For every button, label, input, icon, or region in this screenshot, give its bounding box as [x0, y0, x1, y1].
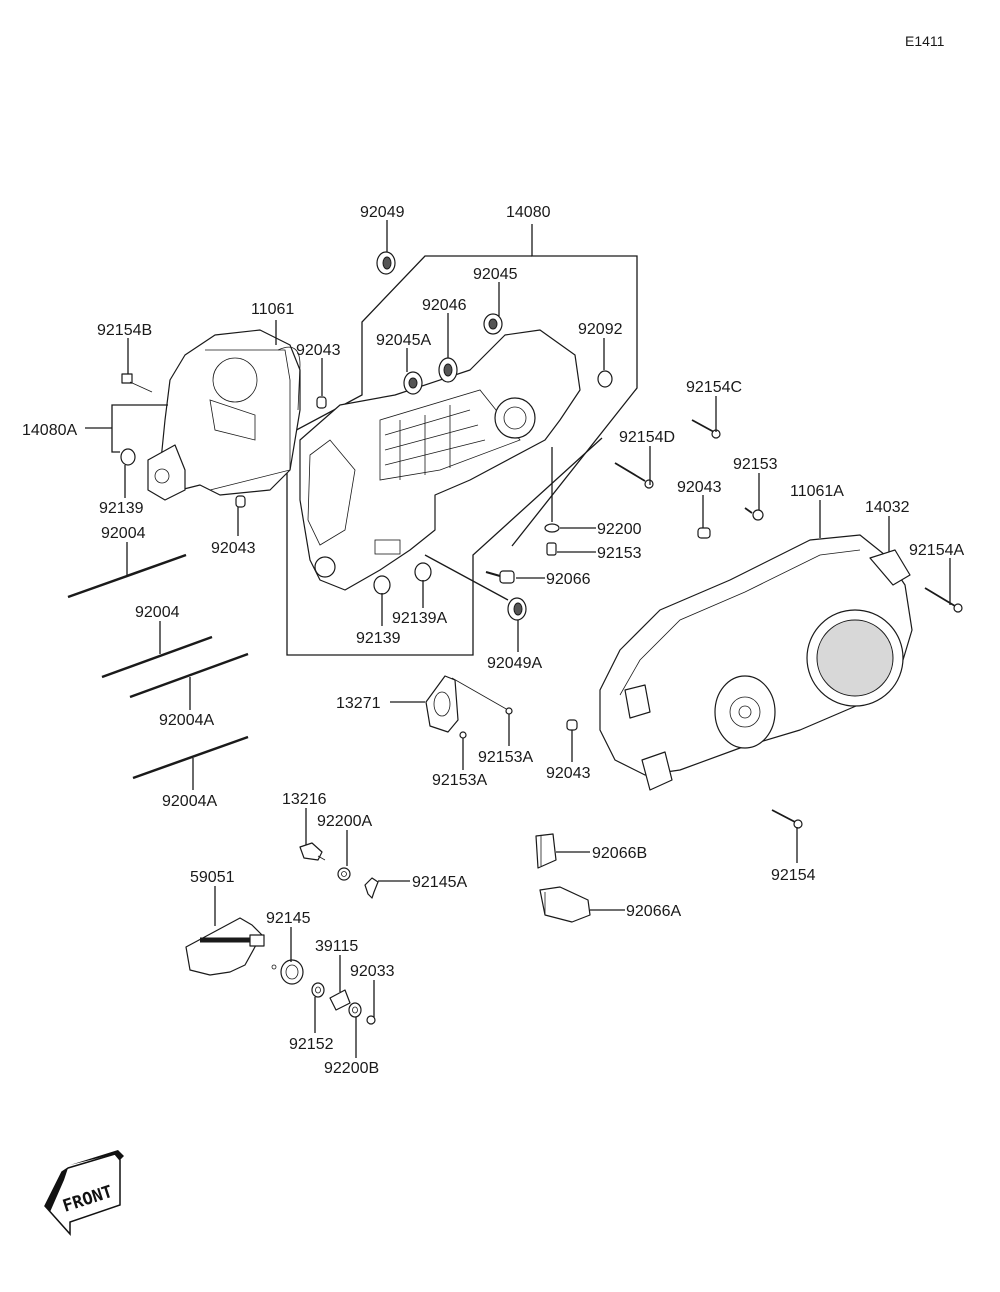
part-label-11061A[interactable]: 11061A: [790, 483, 844, 500]
part-label-92139[interactable]: 92139: [356, 630, 401, 647]
part-label-11061[interactable]: 11061: [251, 301, 294, 318]
part-label-92049[interactable]: 92049: [360, 204, 405, 221]
bolt-92154D[interactable]: [614, 462, 654, 489]
part-label-92139A[interactable]: 92139A: [392, 610, 447, 627]
bolt-92154[interactable]: [771, 809, 803, 829]
oil-seal-92049A[interactable]: [507, 597, 527, 621]
part-label-92045A[interactable]: 92045A: [376, 332, 431, 349]
front-direction-arrow: FRONT: [44, 1150, 124, 1236]
part-label-92004A[interactable]: 92004A: [159, 712, 214, 729]
part-label-92154C[interactable]: 92154C: [686, 379, 742, 396]
part-label-92045[interactable]: 92045: [473, 266, 518, 283]
part-label-92154B[interactable]: 92154B: [97, 322, 152, 339]
part-label-92153[interactable]: 92153: [733, 456, 778, 473]
part-label-92139[interactable]: 92139: [99, 500, 144, 517]
drain-plug-92066[interactable]: [485, 570, 515, 584]
transmission-cover[interactable]: [599, 534, 913, 791]
part-label-92154D[interactable]: 92154D: [619, 429, 675, 446]
dowel-pin-92043-c[interactable]: [697, 527, 711, 539]
part-label-92092[interactable]: 92092: [578, 321, 623, 338]
grommet-92066A[interactable]: [539, 886, 591, 923]
part-label-92153A[interactable]: 92153A: [478, 749, 533, 766]
part-label-59051[interactable]: 59051: [190, 869, 235, 886]
part-label-92145A[interactable]: 92145A: [412, 874, 467, 891]
spring-92145A[interactable]: [364, 877, 379, 899]
bolt-92154A[interactable]: [924, 587, 963, 613]
stud-92004A-b[interactable]: [132, 735, 249, 780]
part-label-92153A[interactable]: 92153A: [432, 772, 487, 789]
part-label-92153[interactable]: 92153: [597, 545, 642, 562]
washer-92200A[interactable]: [337, 867, 351, 881]
part-label-92004A[interactable]: 92004A: [162, 793, 217, 810]
part-label-92200[interactable]: 92200: [597, 521, 642, 538]
part-label-92043[interactable]: 92043: [211, 540, 256, 557]
part-label-14080A[interactable]: 14080A: [22, 422, 77, 439]
circlip-92033[interactable]: [366, 1015, 376, 1025]
part-label-92154A[interactable]: 92154A: [909, 542, 964, 559]
part-label-92200A[interactable]: 92200A: [317, 813, 372, 830]
dowel-pin-92043-b[interactable]: [235, 495, 246, 508]
part-label-92066A[interactable]: 92066A: [626, 903, 681, 920]
dowel-pin-92043-a[interactable]: [316, 396, 327, 409]
collar-39115[interactable]: [329, 989, 351, 1011]
part-label-92049A[interactable]: 92049A: [487, 655, 542, 672]
washer-92200[interactable]: [544, 523, 560, 533]
part-label-92200B[interactable]: 92200B: [324, 1060, 379, 1077]
oil-seal-92049[interactable]: [376, 251, 396, 275]
part-label-92043[interactable]: 92043: [677, 479, 722, 496]
plate-13271[interactable]: [425, 675, 459, 733]
bolt-92154B[interactable]: [121, 373, 153, 393]
bolt-92153-b[interactable]: [546, 542, 557, 556]
part-label-92004[interactable]: 92004: [101, 525, 146, 542]
washer-92200B[interactable]: [348, 1002, 362, 1018]
part-label-92152[interactable]: 92152: [289, 1036, 334, 1053]
part-label-13271[interactable]: 13271: [336, 695, 381, 712]
bearing-92046[interactable]: [438, 357, 458, 383]
spring-92145[interactable]: [271, 959, 304, 985]
part-label-39115[interactable]: 39115: [315, 938, 358, 955]
stud-92004A-a[interactable]: [129, 652, 249, 699]
collar-92092[interactable]: [597, 370, 613, 388]
bearing-92045[interactable]: [483, 313, 503, 335]
stud-92004-a[interactable]: [67, 553, 187, 599]
part-label-92033[interactable]: 92033: [350, 963, 395, 980]
bolt-92153A-a[interactable]: [505, 707, 513, 715]
part-label-14032[interactable]: 14032: [865, 499, 910, 516]
part-label-92154[interactable]: 92154: [771, 867, 816, 884]
bolt-92153A-b[interactable]: [459, 731, 467, 739]
part-label-92004[interactable]: 92004: [135, 604, 180, 621]
part-label-14080[interactable]: 14080: [506, 204, 551, 221]
bearing-92045A[interactable]: [403, 371, 423, 395]
collar-92139-b[interactable]: [373, 575, 391, 595]
kick-shaft-59051[interactable]: [185, 917, 265, 976]
part-label-92046[interactable]: 92046: [422, 297, 467, 314]
stud-92004-b[interactable]: [101, 635, 213, 679]
part-label-92066[interactable]: 92066: [546, 571, 591, 588]
part-label-92043[interactable]: 92043: [546, 765, 591, 782]
diagram-code: E1411: [905, 33, 945, 49]
crankcase-left-half[interactable]: [147, 329, 301, 501]
part-label-13216[interactable]: 13216: [282, 791, 327, 808]
washer-92152[interactable]: [311, 982, 325, 998]
dowel-pin-92043-d[interactable]: [566, 719, 578, 731]
part-label-92145[interactable]: 92145: [266, 910, 311, 927]
grommet-92066B[interactable]: [535, 833, 557, 869]
collar-92139-a[interactable]: [120, 448, 136, 466]
collar-92139A[interactable]: [414, 562, 432, 582]
part-label-92043[interactable]: 92043: [296, 342, 341, 359]
crankcase-right-half[interactable]: [299, 329, 581, 591]
gear-13216[interactable]: [299, 842, 326, 861]
part-label-92066B[interactable]: 92066B: [592, 845, 647, 862]
bolt-92153-a[interactable]: [744, 507, 764, 521]
